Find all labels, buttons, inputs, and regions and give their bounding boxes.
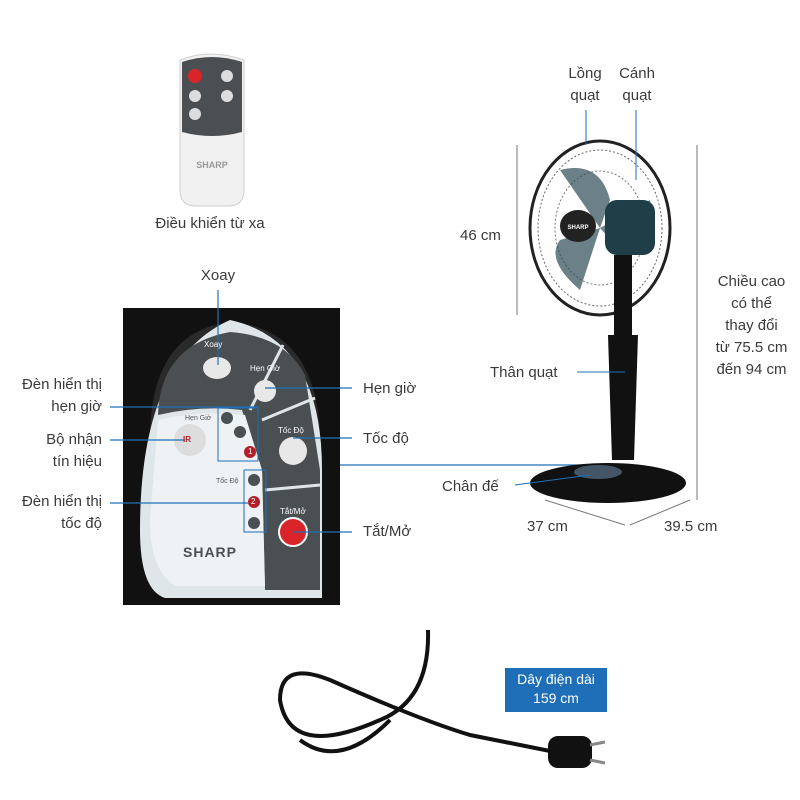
label-line: Dây điện dài [517, 671, 595, 687]
remote-timer-icon [189, 90, 201, 102]
remote-speed-icon [221, 70, 233, 82]
callout-timer: Hẹn giờ [363, 380, 417, 397]
standing-fan: SHARP [528, 139, 686, 503]
label-line: quạt [622, 87, 652, 104]
callout-timer-indicator: Đèn hiển thị hẹn giờ [0, 374, 102, 418]
panel-power-label: Tắt/Mở [280, 507, 306, 516]
speed-button [279, 437, 307, 465]
speed-led-box [243, 469, 267, 533]
callout-speed-indicator: Đèn hiển thị tốc độ [0, 491, 102, 535]
label-line: có thể [731, 295, 772, 312]
callout-speed: Tốc độ [363, 430, 409, 447]
label-body: Thân quạt [490, 364, 558, 381]
label-line: từ 75.5 cm [715, 339, 788, 356]
dimension-lines [514, 110, 698, 526]
timer-button [254, 380, 276, 402]
panel-speed-leds-label: Tốc Độ [216, 478, 239, 485]
remote-label: Điều khiển từ xa [155, 215, 265, 232]
cord-length-label: Dây điện dài 159 cm [505, 668, 607, 712]
label-base-depth: 39.5 cm [664, 518, 718, 535]
remote-swing-icon [189, 108, 201, 120]
label-line: Lồng [568, 65, 602, 82]
speed-led [248, 496, 260, 508]
timer-led-number: 1 [248, 447, 253, 456]
label-blade: Cánh quạt [607, 63, 667, 107]
label-line: 159 cm [533, 690, 579, 706]
panel-timer-leds-label: Hẹn Giờ [185, 415, 212, 422]
callout-line: tốc độ [61, 515, 102, 532]
panel-timer-label: Hẹn Giờ [250, 364, 281, 373]
remote-control: SHARP [179, 53, 245, 207]
label-base-width: 37 cm [527, 518, 568, 535]
panel-brand-logo: SHARP [183, 544, 238, 560]
label-height: Chiều cao có thể thay đổi từ 75.5 cm đến… [703, 271, 800, 381]
label-line: đến 94 cm [716, 361, 787, 378]
label-base: Chân đế [442, 478, 499, 495]
label-line: thay đổi [725, 317, 778, 334]
label-line: quạt [570, 87, 600, 104]
callout-line: Đèn hiển thị [21, 376, 102, 393]
speed-led [248, 517, 260, 529]
label-head-size: 46 cm [460, 227, 501, 244]
speed-led-number: 2 [251, 497, 256, 506]
callout-ir-receiver: Bộ nhận tín hiệu [0, 429, 102, 473]
callout-line: Đèn hiển thị [21, 493, 102, 510]
power-cord [277, 629, 606, 768]
callout-lines [110, 290, 600, 533]
callout-power: Tắt/Mở [363, 523, 412, 540]
timer-led [221, 412, 233, 424]
timer-led [234, 426, 246, 438]
panel-ir-label: IR [183, 435, 191, 444]
callout-swing: Xoay [200, 267, 236, 284]
speed-led [248, 474, 260, 486]
control-panel [123, 308, 340, 605]
label-line: Chiều cao [717, 273, 786, 290]
ir-receiver [174, 424, 206, 456]
timer-led-box [217, 407, 259, 462]
callout-line: tín hiệu [52, 453, 102, 470]
remote-brand-logo: SHARP [196, 160, 228, 170]
panel-swing-label: Xoay [204, 340, 223, 349]
callout-line: hẹn giờ [51, 398, 102, 415]
callout-line: Bộ nhận [46, 431, 102, 448]
fan-brand-logo: SHARP [567, 225, 588, 231]
remote-mode-icon [221, 90, 233, 102]
label-cage: Lồng quạt [555, 63, 615, 107]
panel-speed-label: Tốc Độ [278, 426, 304, 435]
timer-led [244, 446, 256, 458]
remote-power-icon [188, 69, 202, 83]
label-line: Cánh [619, 65, 655, 82]
swing-button [203, 357, 231, 379]
